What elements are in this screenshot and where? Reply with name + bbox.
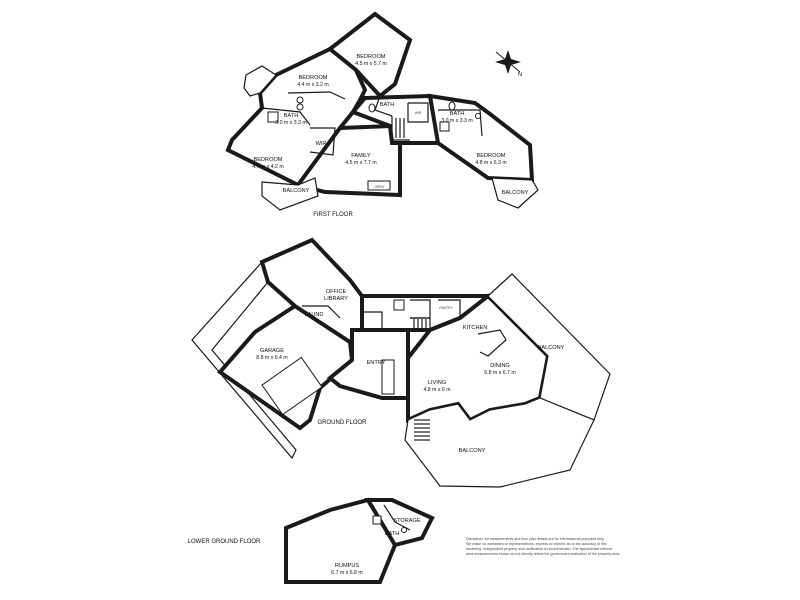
- basin: [296, 103, 304, 111]
- first-floor-top-bedroom: [326, 11, 413, 99]
- partition: [261, 107, 311, 126]
- first-floor-title: FIRST FLOOR: [313, 212, 353, 218]
- entry-cupboard: [381, 359, 395, 395]
- car-space: [261, 356, 323, 416]
- disclaimer-line: rendering. Independent property size ver…: [466, 547, 612, 551]
- balcony-right-label: BALCONY: [502, 190, 529, 196]
- shower-right: [439, 121, 450, 132]
- partition: [407, 102, 429, 123]
- bath-right-label: BATH: [450, 111, 465, 117]
- toilet: [448, 101, 456, 111]
- disclaimer-line: We make no warranties or representations…: [466, 542, 607, 546]
- shower-lower: [372, 515, 382, 525]
- balcony-right: [491, 177, 539, 209]
- open-label: OPEN: [374, 185, 384, 189]
- bath-right-dim: 3.0 m x 3.3 m: [441, 118, 472, 124]
- partition: [438, 299, 461, 318]
- storage-label: STORAGE: [393, 518, 421, 524]
- ground-floor-title: GROUND FLOOR: [317, 420, 367, 426]
- dining-label: DINING: [490, 363, 510, 369]
- family-label: FAMILY: [351, 153, 371, 159]
- balcony-east-label: BALCONY: [538, 345, 565, 351]
- partition: [287, 91, 346, 100]
- wir-left-label: WIR: [316, 141, 327, 147]
- balcony-south-label: BALCONY: [459, 448, 486, 454]
- rumpus-label: RUMPUS: [335, 563, 360, 569]
- compass-north-label: N: [518, 72, 522, 78]
- first-floor-right-wing: [427, 93, 535, 183]
- bath-left-label: BATH: [284, 113, 299, 119]
- entry-label: ENTRY: [367, 360, 386, 366]
- basin: [296, 96, 304, 104]
- bedroom-left-label: BEDROOM: [254, 157, 283, 163]
- pantry-fixture: [393, 299, 405, 311]
- bath-small-label: BATH: [380, 102, 395, 108]
- bedroom-right-label: BEDROOM: [477, 153, 506, 159]
- lower-small-note: - - -: [395, 503, 400, 507]
- rumpus-dim: 6.7 m x 6.8 m: [331, 570, 362, 576]
- bedroom-mid-label: BEDROOM: [299, 75, 328, 81]
- basin: [475, 113, 481, 119]
- living-label: LIVING: [428, 380, 446, 386]
- disclaimer: Disclaimer: All measurements and floor p…: [466, 537, 620, 556]
- partition: [309, 127, 336, 156]
- family-dim: 4.5 m x 7.7 m: [345, 160, 376, 166]
- disclaimer-line: area measurements shown do not directly …: [466, 552, 620, 556]
- disclaimer-line: Disclaimer: All measurements and floor p…: [466, 537, 605, 541]
- terrace-top-left: [243, 65, 277, 97]
- balcony-left-label: BALCONY: [283, 188, 310, 194]
- entry-stairs: [414, 419, 430, 441]
- laundry-label: LAUND: [305, 312, 324, 318]
- bath-left-dim: 3.0 m x 3.3 m: [275, 120, 306, 126]
- pantry-label: PANTRY: [439, 306, 453, 310]
- open-void: [367, 180, 391, 191]
- balcony-left: [261, 177, 319, 211]
- bedroom-left-dim: 4.7 m x 4.2 m: [252, 164, 283, 170]
- partition: [302, 305, 341, 319]
- bath-lower-label: BATH: [385, 531, 400, 537]
- garage-label: GARAGE: [260, 348, 284, 354]
- office-label: OFFICE: [326, 289, 347, 295]
- bedroom-right-dim: 4.8 m x 6.3 m: [475, 160, 506, 166]
- basin-lower: [401, 527, 407, 533]
- wir-right-label: WIR: [415, 111, 422, 115]
- stairs-core: [410, 317, 431, 330]
- compass: N: [495, 50, 522, 78]
- bedroom-top-dim: 4.5 m x 5.7 m: [355, 61, 386, 67]
- dining-dim: 6.8 m x 6.7 m: [484, 370, 515, 376]
- bedroom-top-label: BEDROOM: [357, 54, 386, 60]
- library-label: LIBRARY: [324, 296, 348, 302]
- stair-lines: [391, 116, 410, 141]
- lower-ground-floor-title: LOWER GROUND FLOOR: [188, 539, 261, 545]
- bedroom-mid-dim: 4.4 m x 3.2 m: [297, 82, 328, 88]
- partition: [362, 311, 383, 330]
- kitchen-label: KITCHEN: [463, 325, 488, 331]
- living-dim: 4.8 m x 6 m: [423, 387, 450, 393]
- toilet: [368, 103, 376, 113]
- shower-left: [267, 111, 279, 123]
- ground-floor: OFFICE LIBRARY LAUND GARAGE 8.8 m x 6.4 …: [191, 237, 611, 488]
- kitchen-bench: [477, 329, 507, 357]
- first-floor: BEDROOM 4.5 m x 5.7 m BEDROOM 4.4 m x 3.…: [225, 11, 539, 218]
- garage-dim: 8.8 m x 6.4 m: [256, 355, 287, 361]
- storage-bath-block: [364, 498, 435, 548]
- balcony-south: [404, 397, 595, 488]
- lower-ground-floor: - - - STORAGE BATH RUMPUS 6.7 m x 6.8 m …: [188, 497, 435, 584]
